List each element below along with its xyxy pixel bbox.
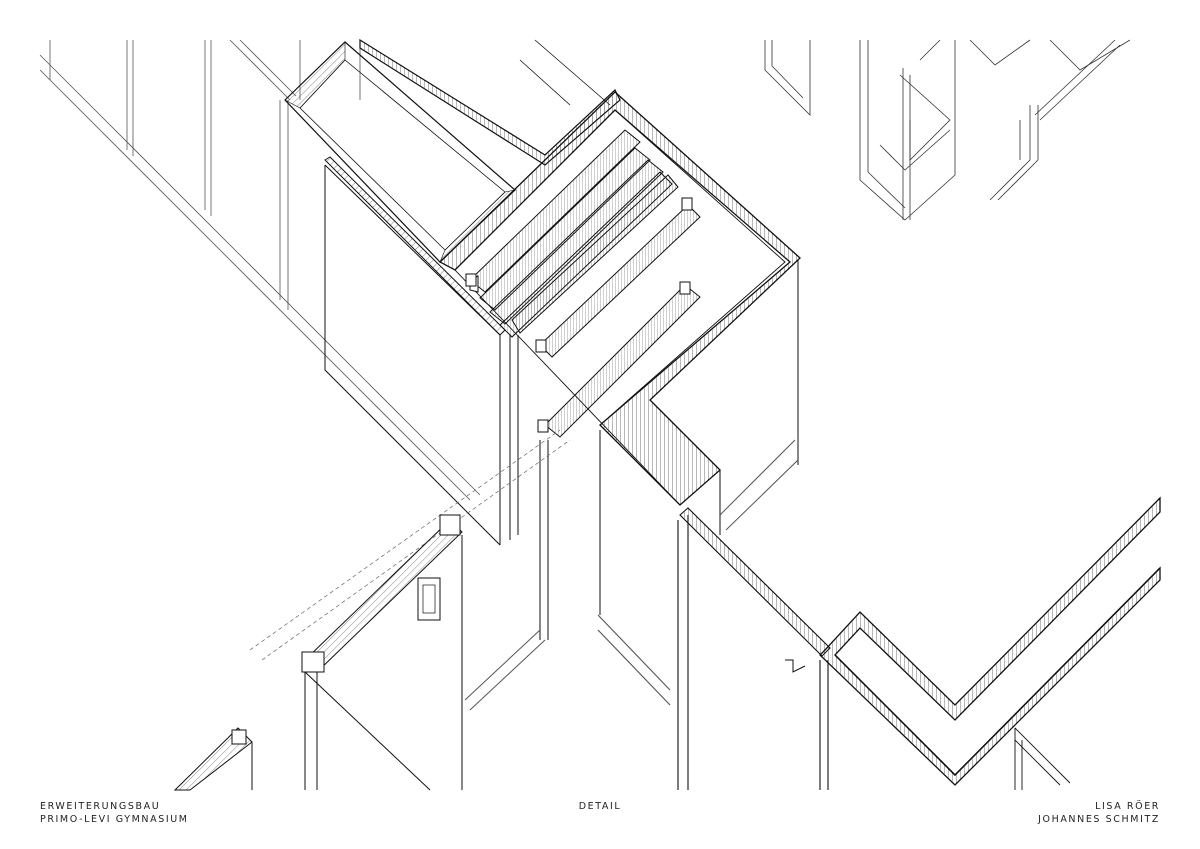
louver-slat-7 — [544, 284, 701, 438]
lower-left-wall — [301, 514, 546, 791]
louver-slat-2 — [479, 147, 651, 311]
louver-slat-6 — [539, 204, 701, 358]
louver-enclosure — [438, 91, 801, 506]
authors-block: LISA RÖER JOHANNES SCHMITZ — [1038, 800, 1160, 826]
louver-slat-5 — [511, 174, 679, 334]
project-title-line2: PRIMO-LEVI GYMNASIUM — [40, 814, 189, 825]
sheet-title-block: DETAIL — [0, 800, 1200, 813]
dashed-axis — [249, 429, 571, 661]
top-hatched-wall — [359, 38, 621, 166]
bottom-right-fragment — [1014, 727, 1071, 790]
left-background-structure — [39, 39, 481, 501]
lower-diagonal-wall — [597, 507, 831, 790]
author-1: LISA RÖER — [1095, 801, 1160, 812]
project-title-block: ERWEITERUNGSBAU PRIMO-LEVI GYMNASIUM — [40, 800, 189, 826]
bottom-left-louver — [173, 727, 253, 791]
sheet-title: DETAIL — [578, 801, 622, 812]
central-volumes — [324, 156, 799, 640]
louver-slat-3 — [489, 159, 664, 325]
author-2: JOHANNES SCHMITZ — [1038, 814, 1160, 825]
louver-slats — [465, 129, 701, 438]
top-right-frame — [764, 39, 1131, 221]
project-title-line1: ERWEITERUNGSBAU — [40, 801, 161, 812]
right-l-wall — [819, 496, 1161, 786]
